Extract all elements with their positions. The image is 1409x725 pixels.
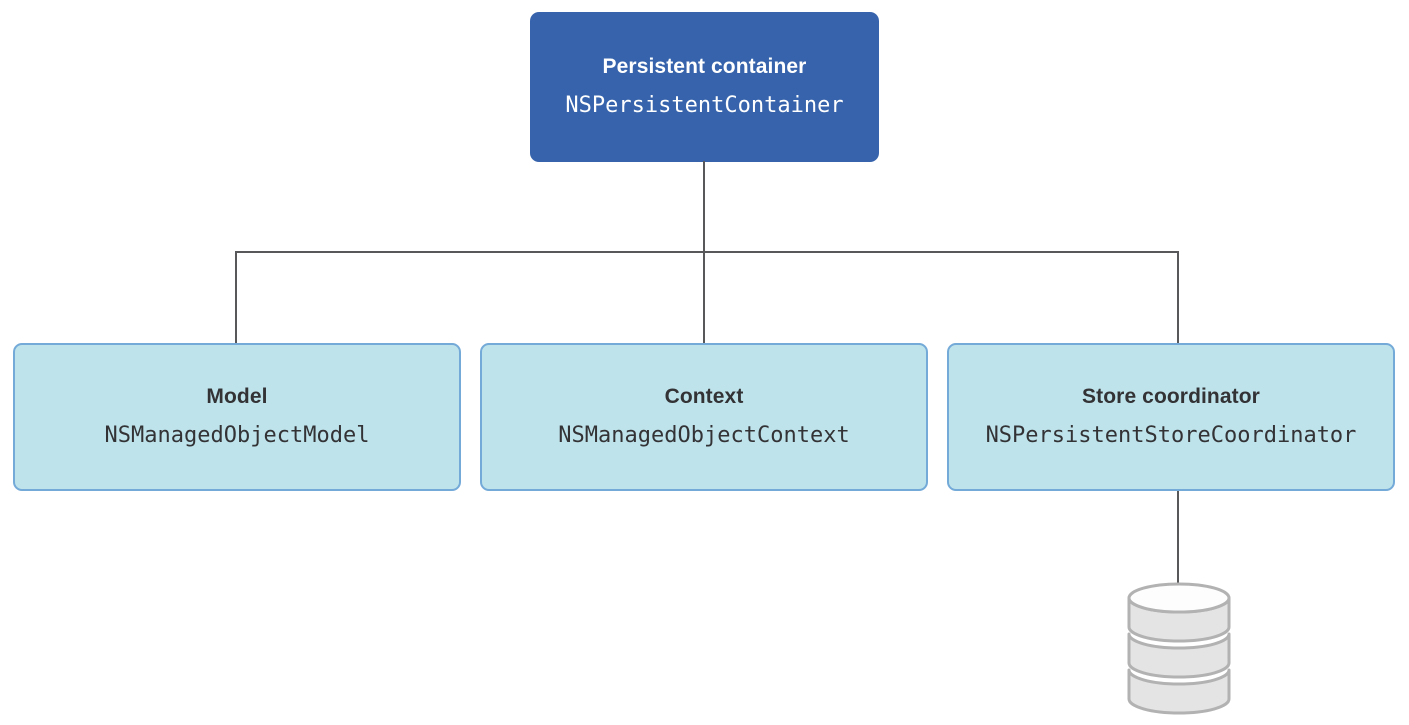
node-store-coordinator: Store coordinator NSPersistentStoreCoord… bbox=[947, 343, 1395, 491]
node-class-name: NSManagedObjectModel bbox=[104, 423, 370, 448]
node-class-name: NSManagedObjectContext bbox=[558, 423, 850, 448]
node-title: Store coordinator bbox=[1082, 385, 1260, 408]
node-title: Persistent container bbox=[602, 55, 807, 78]
connector-store-to-database bbox=[1177, 490, 1179, 584]
connector-model-vertical bbox=[235, 251, 237, 343]
node-title: Model bbox=[206, 385, 268, 408]
node-class-name: NSPersistentStoreCoordinator bbox=[985, 423, 1357, 448]
node-persistent-container: Persistent container NSPersistentContain… bbox=[530, 12, 879, 162]
database-icon bbox=[1127, 582, 1231, 715]
node-model: Model NSManagedObjectModel bbox=[13, 343, 461, 491]
connector-store-vertical bbox=[1177, 251, 1179, 343]
node-context: Context NSManagedObjectContext bbox=[480, 343, 928, 491]
node-class-name: NSPersistentContainer bbox=[565, 93, 844, 118]
node-title: Context bbox=[664, 385, 744, 408]
connector-horizontal bbox=[235, 251, 1179, 253]
